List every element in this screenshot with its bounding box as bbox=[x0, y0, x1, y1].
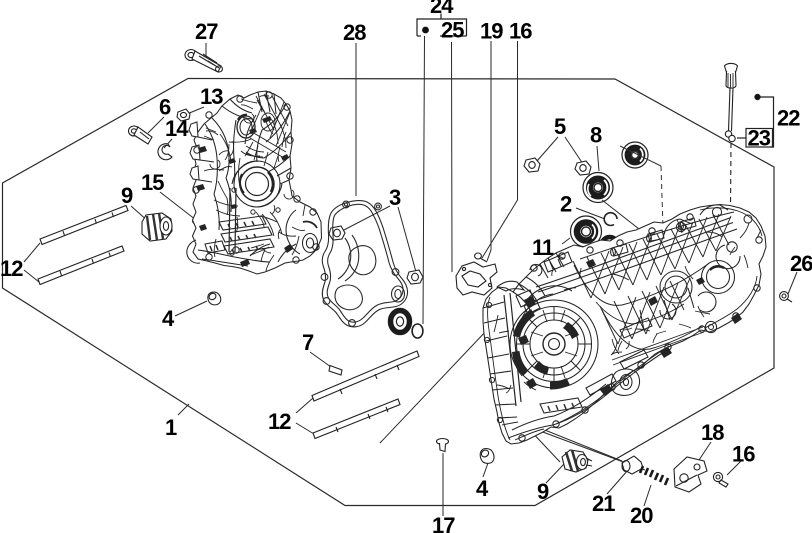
svg-text:18: 18 bbox=[701, 420, 724, 445]
svg-text:20: 20 bbox=[630, 503, 653, 528]
svg-text:25: 25 bbox=[441, 18, 464, 43]
svg-text:4: 4 bbox=[476, 476, 489, 501]
svg-text:26: 26 bbox=[790, 251, 812, 276]
svg-text:17: 17 bbox=[432, 513, 455, 533]
svg-text:22: 22 bbox=[777, 106, 800, 131]
svg-text:5: 5 bbox=[554, 114, 566, 139]
svg-text:6: 6 bbox=[159, 95, 171, 120]
svg-text:9: 9 bbox=[537, 479, 549, 504]
svg-text:24: 24 bbox=[430, 0, 454, 18]
svg-text:28: 28 bbox=[343, 20, 366, 45]
svg-text:1: 1 bbox=[165, 415, 177, 440]
svg-text:7: 7 bbox=[302, 330, 314, 355]
svg-text:12: 12 bbox=[0, 256, 23, 281]
svg-text:19: 19 bbox=[480, 19, 503, 44]
svg-text:4: 4 bbox=[162, 306, 175, 331]
svg-text:8: 8 bbox=[590, 123, 602, 148]
svg-text:3: 3 bbox=[389, 185, 401, 210]
svg-text:13: 13 bbox=[200, 84, 223, 109]
svg-text:9: 9 bbox=[121, 183, 133, 208]
svg-text:12: 12 bbox=[268, 409, 291, 434]
svg-text:23: 23 bbox=[748, 126, 771, 151]
svg-text:11: 11 bbox=[532, 235, 554, 260]
svg-text:16: 16 bbox=[509, 19, 532, 44]
svg-text:2: 2 bbox=[560, 192, 572, 217]
svg-text:15: 15 bbox=[141, 170, 164, 195]
svg-text:16: 16 bbox=[732, 442, 755, 467]
svg-text:27: 27 bbox=[195, 19, 218, 44]
svg-text:21: 21 bbox=[592, 491, 615, 516]
